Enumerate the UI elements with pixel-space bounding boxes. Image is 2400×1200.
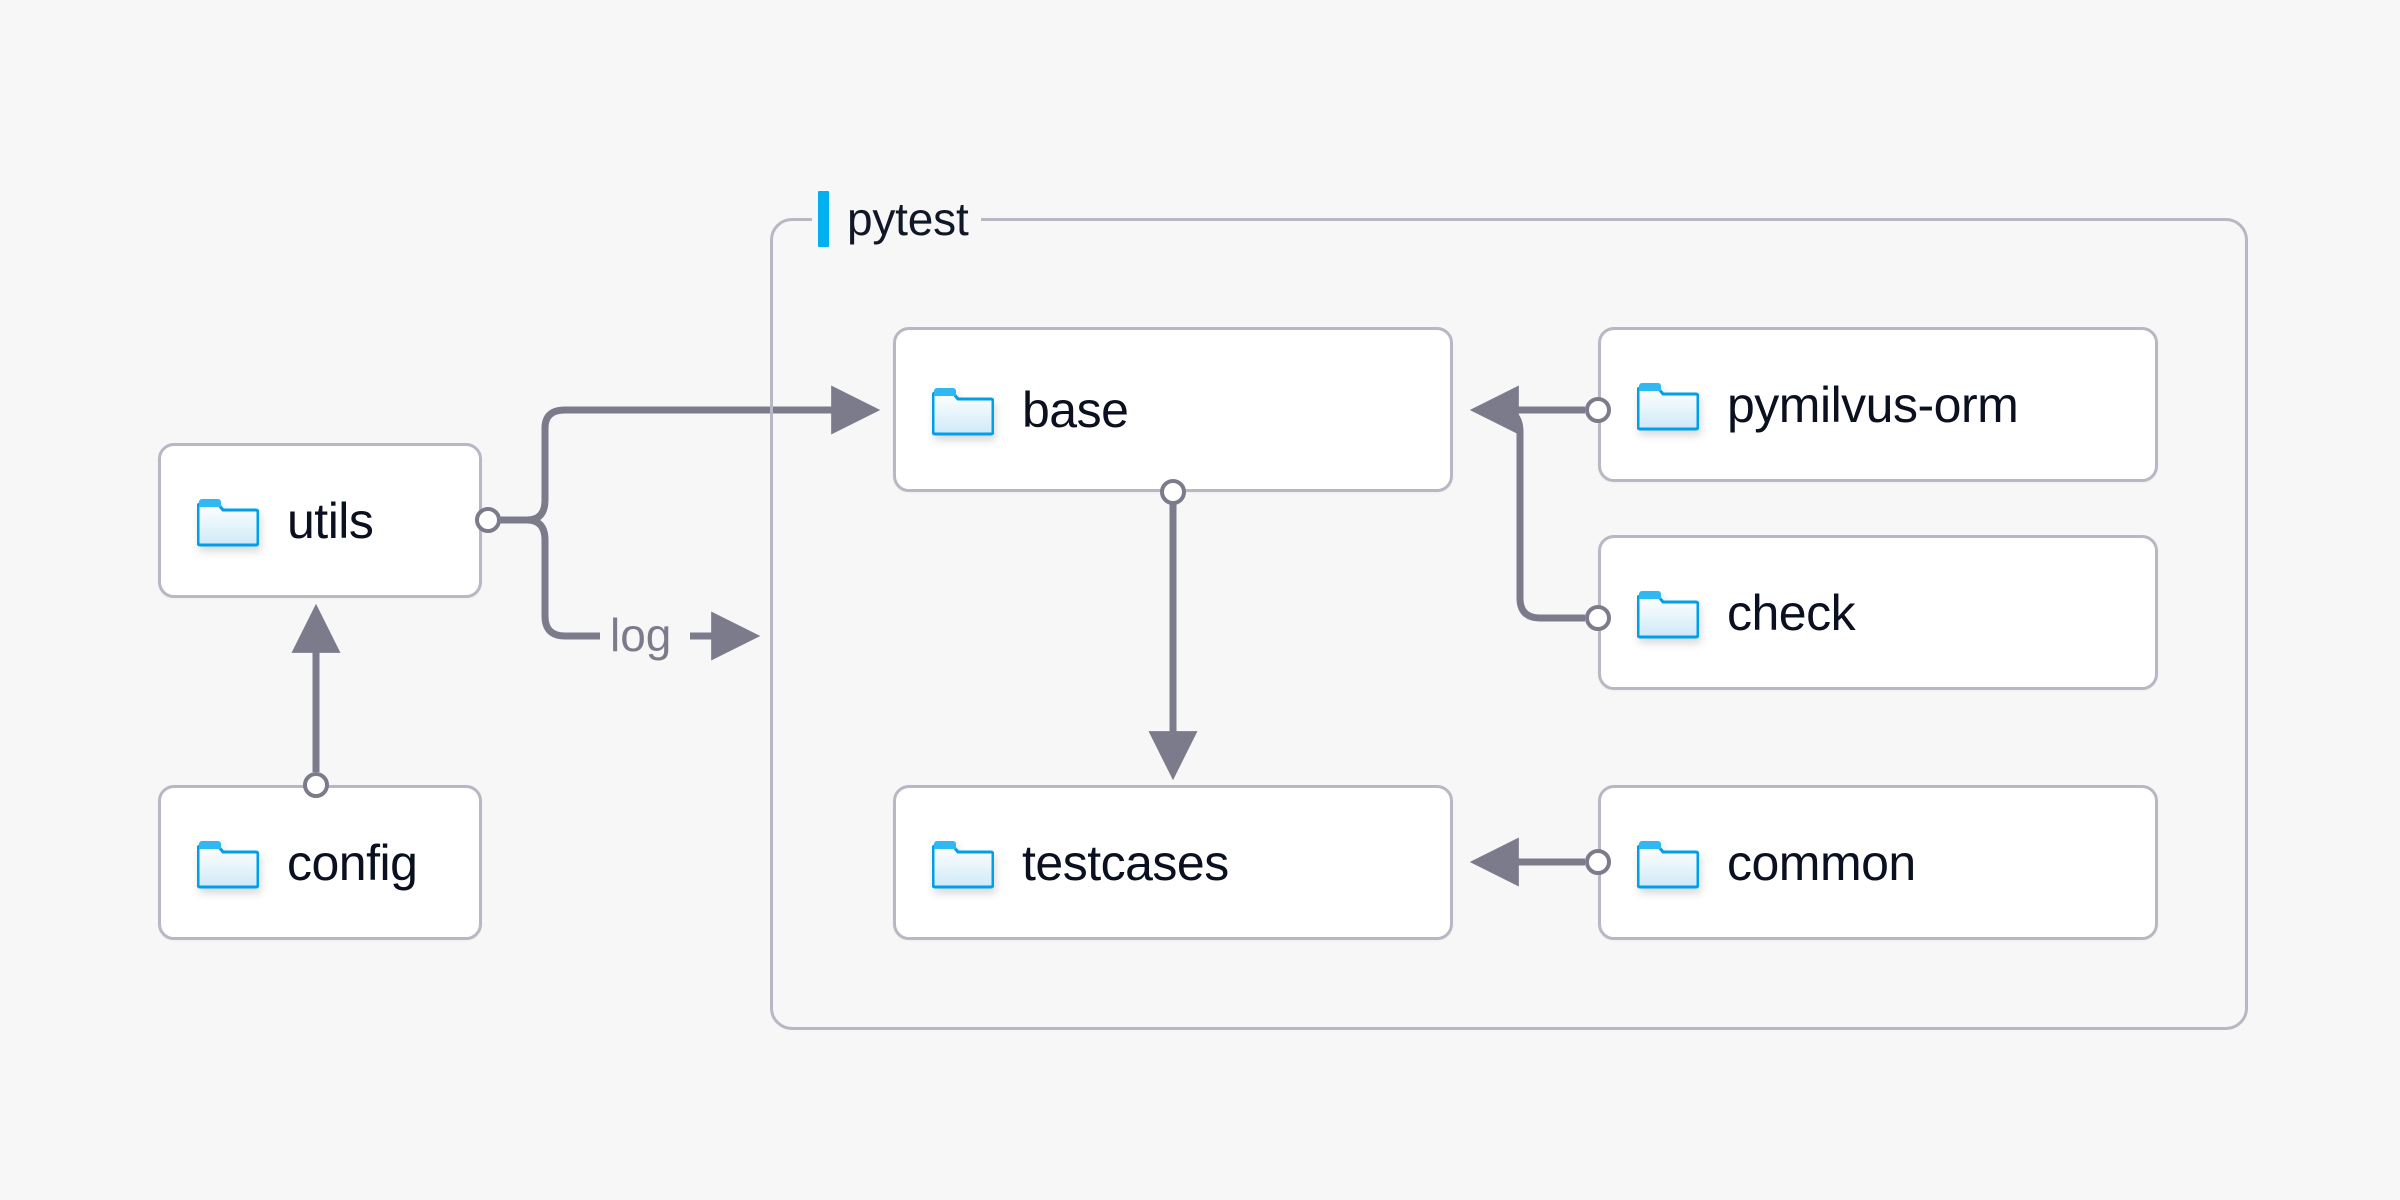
port-common-left[interactable] (1585, 849, 1611, 875)
port-config-top[interactable] (303, 772, 329, 798)
folder-icon (197, 495, 259, 547)
node-utils[interactable]: utils (158, 443, 482, 598)
node-config[interactable]: config (158, 785, 482, 940)
folder-icon (932, 837, 994, 889)
node-check[interactable]: check (1598, 535, 2158, 690)
folder-icon (1637, 379, 1699, 431)
node-common[interactable]: common (1598, 785, 2158, 940)
folder-icon (1637, 837, 1699, 889)
folder-icon (1637, 587, 1699, 639)
node-base[interactable]: base (893, 327, 1453, 492)
node-label-testcases: testcases (1022, 834, 1229, 891)
node-testcases[interactable]: testcases (893, 785, 1453, 940)
edge-utils-to-log (526, 516, 600, 640)
node-label-base: base (1022, 381, 1129, 438)
node-label-check: check (1727, 584, 1856, 641)
port-base-bottom[interactable] (1160, 479, 1186, 505)
node-label-common: common (1727, 834, 1916, 891)
folder-icon (197, 837, 259, 889)
node-pymilvus-orm[interactable]: pymilvus-orm (1598, 327, 2158, 482)
folder-icon (932, 384, 994, 436)
pytest-group-container[interactable] (770, 218, 2248, 1030)
pytest-group-label: pytest (812, 188, 981, 250)
pytest-group-label-text: pytest (847, 193, 969, 245)
node-label-config: config (287, 834, 418, 891)
port-check-left[interactable] (1585, 605, 1611, 631)
port-utils-right[interactable] (475, 507, 501, 533)
node-label-utils: utils (287, 492, 374, 549)
node-label-pymilvus-orm: pymilvus-orm (1727, 376, 2019, 433)
port-pymilvus-orm-left[interactable] (1585, 397, 1611, 423)
edge-label-log: log (604, 612, 678, 658)
accent-bar-icon (818, 191, 829, 247)
